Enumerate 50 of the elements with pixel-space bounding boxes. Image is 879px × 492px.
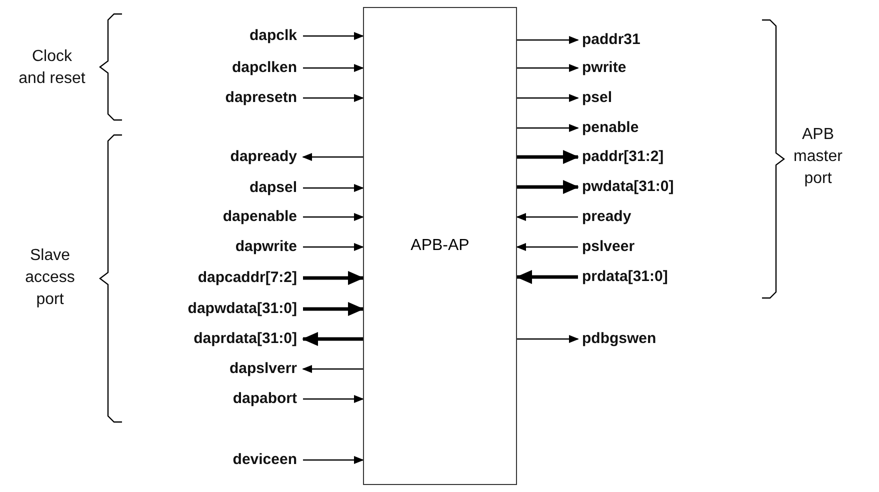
signal-label: dapenable: [222, 208, 297, 226]
arrow: [303, 456, 364, 464]
signal-label: pdbgswen: [582, 330, 656, 348]
arrow: [302, 332, 363, 346]
signal-label: psel: [582, 89, 612, 107]
arrow: [303, 271, 364, 285]
arrow: [303, 64, 364, 72]
signal-label: paddr[31:2]: [582, 148, 664, 166]
signal-label: prdata[31:0]: [582, 268, 668, 286]
signal-label: dapcaddr[7:2]: [198, 269, 297, 287]
signal-label: paddr31: [582, 31, 640, 49]
signal-label: pwdata[31:0]: [582, 178, 674, 196]
signal-label: dapclk: [249, 27, 297, 45]
group-label: APB master port: [792, 125, 844, 189]
arrow: [516, 243, 578, 251]
arrow: [516, 213, 578, 221]
signal-label: dapabort: [232, 390, 297, 408]
signal-label: dapslverr: [229, 360, 297, 378]
arrow: [303, 395, 364, 403]
signal-label: penable: [582, 119, 639, 137]
arrow: [303, 184, 364, 192]
arrow: [302, 365, 363, 373]
signal-label: dapwrite: [235, 238, 297, 256]
arrow: [516, 270, 578, 284]
arrow: [517, 64, 579, 72]
arrow: [303, 94, 364, 102]
signal-label: pslveer: [582, 238, 635, 256]
arrow: [517, 94, 579, 102]
signal-label: dapresetn: [225, 89, 297, 107]
signal-label: dapsel: [249, 179, 297, 197]
arrow: [517, 124, 579, 132]
arrow: [517, 335, 579, 343]
arrow: [303, 302, 364, 316]
signal-label: dapclken: [232, 59, 297, 77]
arrow: [517, 150, 579, 164]
arrow: [303, 243, 364, 251]
signal-label: dapwdata[31:0]: [188, 300, 297, 318]
group-label: Clock and reset: [18, 47, 86, 89]
arrow: [302, 153, 363, 161]
block-box: APB-AP: [363, 7, 517, 485]
signal-label: daprdata[31:0]: [194, 330, 297, 348]
arrow: [303, 32, 364, 40]
signal-label: deviceen: [232, 451, 297, 469]
group-label: Slave access port: [24, 246, 76, 310]
arrow: [517, 36, 579, 44]
signal-label: pwrite: [582, 59, 626, 77]
signal-label: pready: [582, 208, 632, 226]
arrow: [517, 180, 579, 194]
arrow: [303, 213, 364, 221]
signal-label: dapready: [230, 148, 297, 166]
